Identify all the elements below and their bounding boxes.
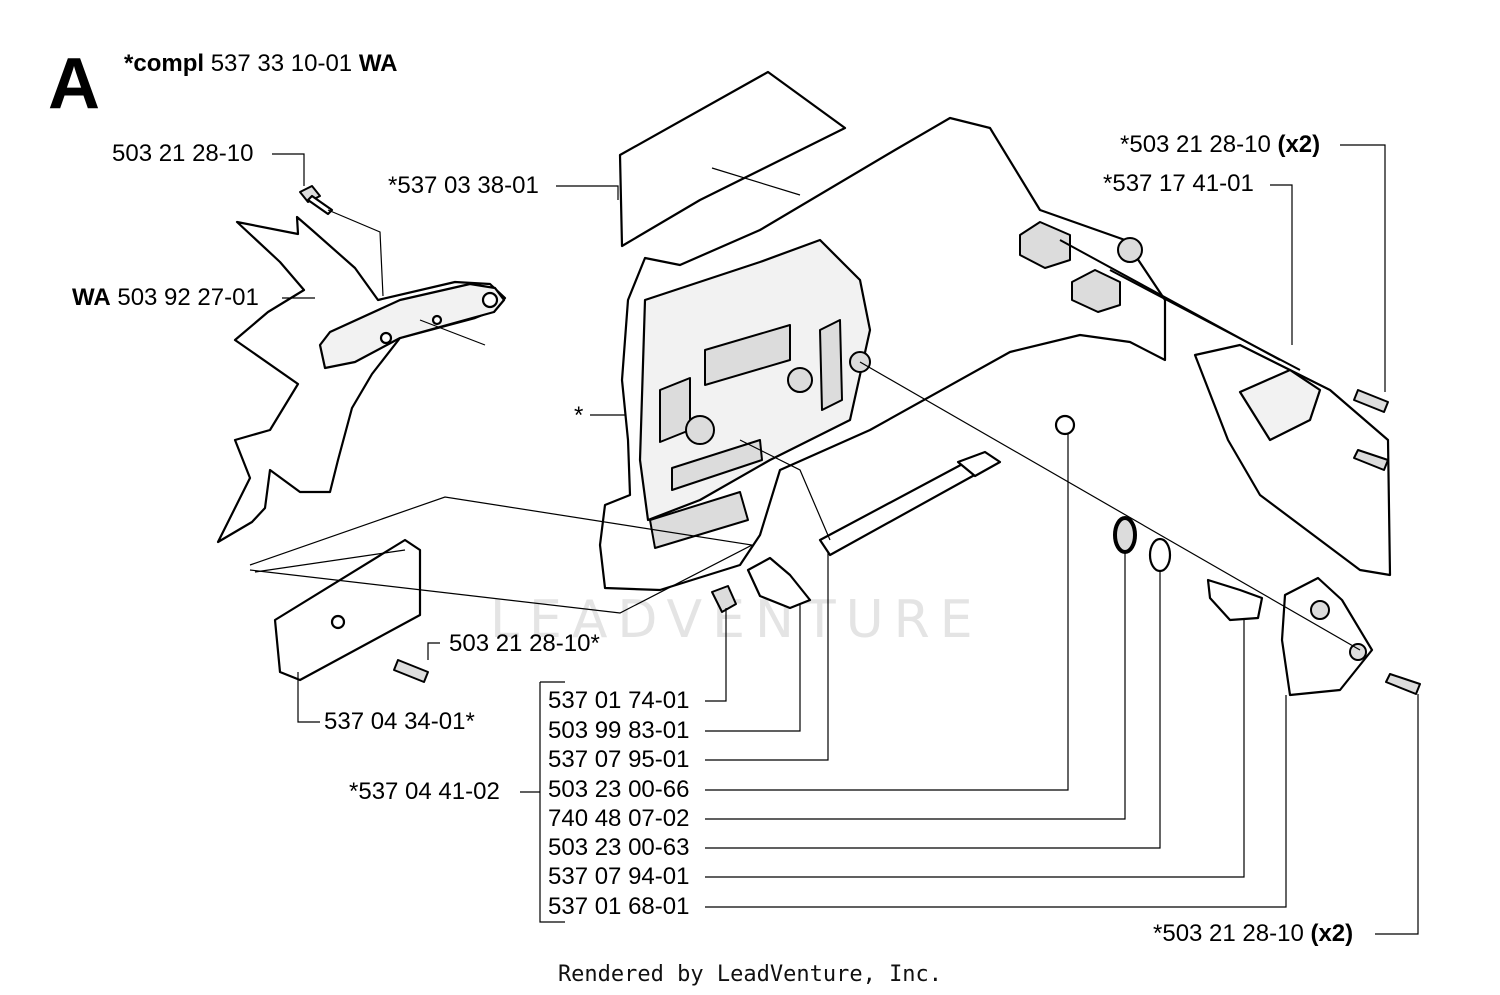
header-prefix: *compl bbox=[124, 50, 205, 77]
screws-top-right-number: *503 21 28-10 bbox=[1120, 131, 1271, 158]
kit-part-7: 537 07 94-01 bbox=[548, 863, 690, 890]
kit-part-2: 503 99 83-01 bbox=[548, 717, 690, 744]
label-spike-bumper: WA 503 92 27-01 bbox=[72, 284, 259, 312]
footer-credit: Rendered by LeadVenture, Inc. bbox=[557, 962, 943, 987]
assembly-lines bbox=[419, 167, 1361, 651]
screws-bottom-right-number: *503 21 28-10 bbox=[1153, 920, 1304, 947]
label-tensioner-nut: *537 17 41-01 bbox=[1103, 170, 1254, 197]
label-screw-lower-left: 503 21 28-10* bbox=[449, 630, 600, 657]
kit-part-4: 503 23 00-66 bbox=[548, 776, 690, 803]
label-screws-bottom-right: *503 21 28-10 (x2) bbox=[1153, 920, 1353, 948]
kit-part-3: 537 07 95-01 bbox=[548, 746, 690, 773]
screws-bottom-right-qty: (x2) bbox=[1310, 920, 1354, 947]
assembly-header: *compl 537 33 10-01 WA bbox=[124, 50, 398, 78]
spike-bumper-prefix: WA bbox=[72, 284, 111, 311]
label-screw-left-top: 503 21 28-10 bbox=[112, 140, 254, 167]
clutch-cover-drawing bbox=[598, 116, 1167, 592]
section-letter: A bbox=[48, 44, 100, 124]
label-screws-top-right: *503 21 28-10 (x2) bbox=[1120, 131, 1320, 159]
leader-lines bbox=[249, 144, 1419, 935]
guide-plate-drawing bbox=[254, 538, 422, 682]
tensioner-kit-drawing bbox=[711, 414, 1264, 622]
label-cover-plate: *537 03 38-01 bbox=[388, 172, 539, 199]
header-suffix: WA bbox=[358, 50, 398, 77]
right-plate-drawing bbox=[1280, 576, 1374, 697]
right-screws-drawing bbox=[393, 389, 1421, 695]
label-cover-asterisk: * bbox=[574, 402, 584, 429]
kit-part-5: 740 48 07-02 bbox=[548, 805, 690, 832]
spike-bumper-number: 503 92 27-01 bbox=[117, 284, 259, 311]
label-tensioner-kit: *537 04 41-02 bbox=[349, 778, 500, 805]
cover-plate-drawing bbox=[618, 70, 847, 248]
screw-left-top-drawing bbox=[299, 185, 334, 216]
chain-guard-drawing bbox=[1193, 343, 1392, 577]
header-number: 537 33 10-01 bbox=[210, 50, 353, 77]
kit-part-6: 503 23 00-63 bbox=[548, 834, 690, 861]
label-guide-plate: 537 04 34-01* bbox=[324, 708, 475, 735]
screws-top-right-qty: (x2) bbox=[1277, 131, 1321, 158]
spike-bumper-drawing bbox=[216, 215, 507, 544]
kit-part-1: 537 01 74-01 bbox=[548, 687, 690, 714]
kit-part-8: 537 01 68-01 bbox=[548, 893, 690, 920]
